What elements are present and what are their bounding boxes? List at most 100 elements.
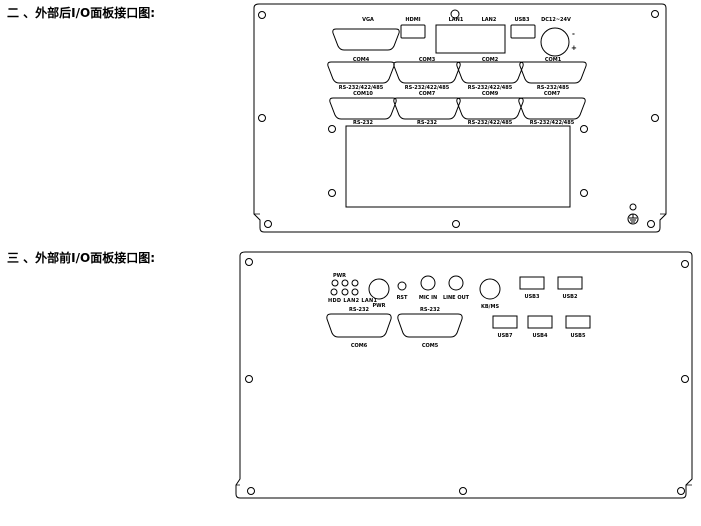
kb-ms-port: [479, 278, 501, 300]
usb3-port: [519, 276, 545, 290]
line-out-jack: [448, 275, 464, 291]
com5-type-label: RS-232: [420, 307, 440, 313]
mic-in-jack: [420, 275, 436, 291]
hdmi-port: [400, 24, 426, 39]
com7a-label: COM7: [419, 91, 436, 97]
com1-label: COM1: [545, 57, 562, 63]
screw-hole: [264, 220, 272, 228]
com3-type-label: RS-232/422/485: [405, 85, 450, 91]
dc-label: DC12~24V: [541, 17, 571, 23]
screw-hole: [647, 220, 655, 228]
com3-label: COM3: [419, 57, 436, 63]
lan-led-upper: [351, 279, 359, 287]
com7-port-a: [393, 97, 461, 120]
usb4-label: USB4: [533, 333, 548, 339]
rear-panel-heading: 二 、外部后I/O面板接口图:: [7, 6, 156, 20]
screw-hole: [245, 375, 253, 383]
front-panel-outline: [235, 251, 693, 499]
com7b-label: COM7: [544, 91, 561, 97]
lan1-label: LAN1: [449, 17, 464, 23]
usb2-label: USB2: [563, 294, 578, 300]
screw-hole: [681, 375, 689, 383]
screw-hole: [245, 258, 253, 266]
screw-hole: [450, 9, 460, 19]
usb7-label: USB7: [498, 333, 513, 339]
com2-label: COM2: [482, 57, 499, 63]
com2-type-label: RS-232/422/485: [468, 85, 513, 91]
screw-hole: [651, 114, 659, 122]
front-panel-heading: 三 、外部前I/O面板接口图:: [7, 251, 156, 265]
hdd-led-lower: [341, 279, 349, 287]
usb5-label: USB5: [571, 333, 586, 339]
screw-hole: [651, 10, 659, 18]
rear-panel: [253, 3, 667, 233]
com6-type-label: RS-232: [349, 307, 369, 313]
pwr-button-label: PWR: [372, 303, 385, 309]
usb2-port: [557, 276, 583, 290]
com9-type-label: RS-232/422/485: [468, 120, 513, 126]
com6-port: [326, 313, 392, 338]
usb3-label: USB3: [525, 294, 540, 300]
reset-button: [397, 281, 407, 291]
com4-label: COM4: [353, 57, 370, 63]
screw-hole: [681, 260, 689, 268]
usb5-port: [565, 315, 591, 329]
screw-hole: [247, 487, 255, 495]
mic-in-label: MIC IN: [419, 295, 437, 301]
com2-port: [456, 61, 524, 84]
screw-hole: [629, 203, 637, 211]
com7a-type-label: RS-232: [417, 120, 437, 126]
pwr-led-label: PWR: [333, 273, 346, 279]
pwr-led: [331, 279, 339, 287]
com10-label: COM10: [353, 91, 373, 97]
dc-power-jack: [540, 27, 570, 57]
vga-port: [332, 28, 400, 51]
screw-hole: [677, 487, 685, 495]
lan1-led: [351, 288, 359, 296]
hdd-led: [330, 288, 338, 296]
com4-type-label: RS-232/422/485: [339, 85, 384, 91]
ground-icon: [627, 213, 639, 225]
com9-port: [456, 97, 524, 120]
com4-port: [327, 61, 395, 84]
lan2-led: [341, 288, 349, 296]
com3-port: [393, 61, 461, 84]
hdmi-label: HDMI: [405, 17, 420, 23]
usb7-port: [492, 315, 518, 329]
com7b-type-label: RS-232/422/485: [530, 120, 575, 126]
usb-label: USB3: [515, 17, 530, 23]
rst-label: RST: [397, 295, 408, 301]
com7-port-b: [518, 97, 586, 120]
led-labels: HDD LAN2 LAN1: [328, 298, 378, 304]
screw-hole: [328, 189, 336, 197]
com1-port: [519, 61, 587, 84]
kb-ms-label: KB/MS: [481, 304, 499, 310]
line-out-label: LINE OUT: [443, 295, 470, 301]
screw-hole: [459, 487, 467, 495]
expansion-cover: [345, 125, 571, 208]
lan-ports: [435, 24, 506, 54]
com10-port: [329, 97, 397, 120]
screw-hole: [452, 220, 460, 228]
dc-plus-label: +: [571, 44, 577, 52]
dc-minus-label: -: [572, 30, 575, 38]
com9-label: COM9: [482, 91, 499, 97]
lan2-label: LAN2: [482, 17, 497, 23]
screw-hole: [580, 189, 588, 197]
power-button: [368, 278, 390, 300]
com5-label: COM5: [422, 343, 439, 349]
com1-type-label: RS-232/485: [537, 85, 570, 91]
front-panel: [235, 251, 693, 499]
usb4-port: [527, 315, 553, 329]
screw-hole: [328, 125, 336, 133]
rear-panel-outline: [253, 3, 667, 233]
screw-hole: [580, 125, 588, 133]
com10-type-label: RS-232: [353, 120, 373, 126]
com5-port: [397, 313, 463, 338]
screw-hole: [258, 114, 266, 122]
usb-port: [510, 24, 536, 39]
screw-hole: [258, 11, 266, 19]
vga-label: VGA: [362, 17, 374, 23]
com6-label: COM6: [351, 343, 368, 349]
